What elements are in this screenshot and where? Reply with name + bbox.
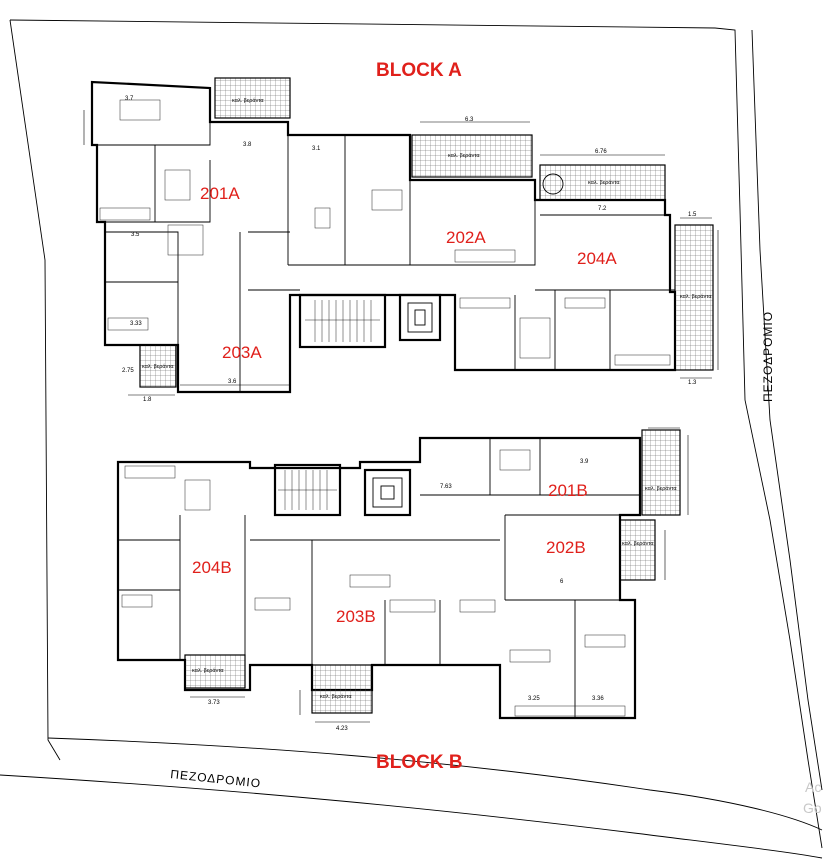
sidewalk-bottom-line-1 — [47, 737, 823, 831]
balcony-label: καλ. βεράντα — [645, 485, 677, 492]
dim-label: 3.36 — [592, 696, 604, 702]
balcony-label: καλ. βεράντα — [192, 667, 224, 674]
dim-label: 2.75 — [122, 368, 134, 374]
dim-label: 3.73 — [208, 700, 220, 706]
street-label-bottom: ΠΕΖΟΔΡΟΜΙΟ — [170, 767, 262, 790]
block-a-title: BLOCK A — [376, 60, 462, 81]
balcony-label: καλ. βεράντα — [320, 693, 352, 700]
watermark-line2: Go — [803, 800, 822, 816]
sidewalk-right-line — [751, 29, 823, 791]
block-b — [116, 429, 681, 720]
dim-label: 6.76 — [595, 149, 607, 155]
block-a — [90, 77, 714, 394]
dim-label: 3.25 — [528, 696, 540, 702]
block-b-title: BLOCK B — [376, 752, 463, 773]
dim-label: 3.7 — [125, 96, 134, 102]
balcony-label: καλ. βεράντα — [588, 179, 620, 186]
dim-label: 7.2 — [598, 206, 607, 212]
dim-label: 1.5 — [688, 212, 697, 218]
dim-label: 1.3 — [688, 380, 697, 386]
street-label-right: ΠΕΖΟΔΡΟΜΙΟ — [761, 311, 775, 402]
dim-label: 3.6 — [228, 379, 237, 385]
dim-label: 3.8 — [243, 142, 252, 148]
unit-label-201a: 201A — [200, 184, 240, 203]
dim-label: 3.1 — [312, 146, 321, 152]
dim-label: 1.8 — [143, 397, 152, 403]
unit-label-201b: 201B — [548, 481, 588, 500]
site-boundary-left — [9, 19, 61, 761]
unit-label-202a: 202A — [446, 228, 486, 247]
unit-label-204a: 204A — [577, 249, 617, 268]
site-boundary — [9, 19, 823, 849]
balcony-label: καλ. βεράντα — [622, 540, 654, 547]
dimension-labels: 3.7 3.8 3.1 3.5 6.3 6.76 7.2 3.6 1.8 3.3… — [122, 96, 697, 732]
balcony-label: καλ. βεράντα — [448, 152, 480, 159]
dim-label: 3.5 — [131, 232, 140, 238]
unit-label-204b: 204B — [192, 558, 232, 577]
balcony-label: καλ. βεράντα — [142, 363, 174, 370]
dim-label: 4.23 — [336, 726, 348, 732]
dimension-lines — [83, 110, 719, 723]
dim-label: 3.33 — [130, 321, 142, 327]
balcony-labels: καλ. βεράντα καλ. βεράντα καλ. βεράντα κ… — [142, 97, 712, 700]
sidewalk-bottom-line-2 — [0, 774, 823, 859]
unit-label-203a: 203A — [222, 343, 262, 362]
dim-label: 7.63 — [440, 484, 452, 490]
balcony-label: καλ. βεράντα — [232, 97, 264, 104]
watermark-line1: Ac — [805, 779, 821, 795]
balcony-label: καλ. βεράντα — [680, 293, 712, 300]
unit-label-202b: 202B — [546, 538, 586, 557]
dim-label: 6 — [560, 579, 564, 585]
dim-label: 6.3 — [465, 117, 474, 123]
unit-label-203b: 203B — [336, 607, 376, 626]
dim-label: 3.9 — [580, 459, 589, 465]
